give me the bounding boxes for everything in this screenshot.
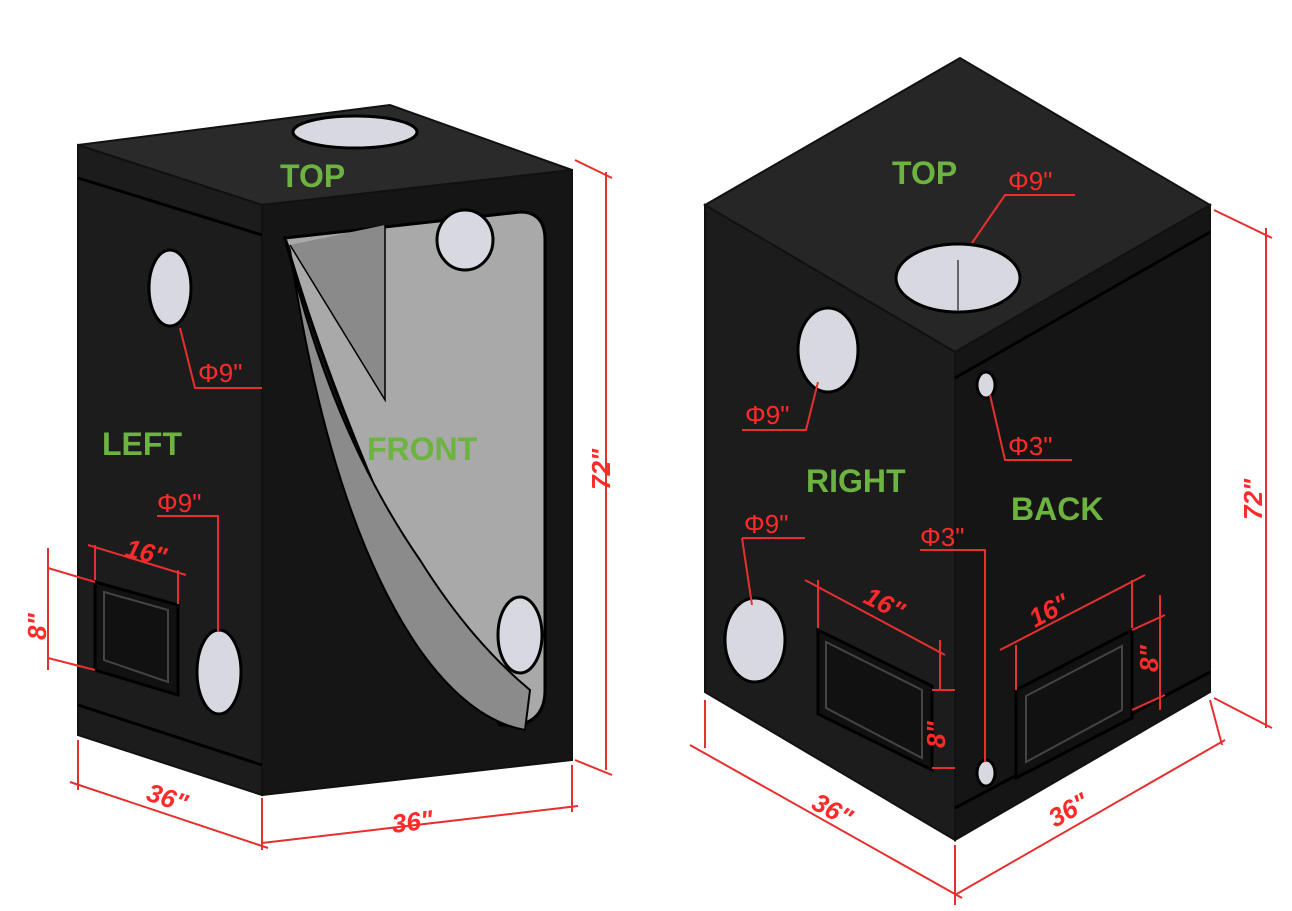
right-tent-top-label: TOP [892, 155, 957, 191]
left-tent-port-lower-dim: Φ9" [157, 488, 201, 518]
right-tent-back-label: BACK [1011, 491, 1103, 527]
right-tent-right-label: RIGHT [806, 463, 906, 499]
left-tent-left-vent [93, 580, 180, 698]
left-tent-vent-height-dim: 8" [22, 613, 52, 640]
right-tent-width-dim: 36" [807, 787, 858, 833]
left-tent-front-label: FRONT [367, 431, 478, 467]
right-tent-back-port-lower [975, 758, 997, 788]
right-tent-back-vent-height-dim: 8" [1134, 645, 1164, 672]
left-tent-left-label: LEFT [102, 426, 182, 462]
right-tent-right-port-lower [723, 596, 787, 684]
right-tent-right-port-upper [796, 306, 860, 394]
right-tent-back-port-lower-dim: Φ3" [920, 522, 964, 552]
left-tent-door-flap [284, 237, 532, 732]
left-tent-depth-dim: 36" [143, 777, 192, 818]
right-tent-right-port-upper-dim: Φ9" [745, 400, 789, 430]
right-tent-top-port-dim: Φ9" [1008, 166, 1052, 196]
left-tent-left-port-upper [147, 248, 193, 328]
right-tent-right-vent [816, 627, 934, 773]
left-tent: TOP LEFT FRONT 72" [22, 103, 616, 850]
right-tent-back-vent [1014, 627, 1134, 781]
right-tent-back-face [954, 203, 1211, 842]
left-tent-width-dim: 36" [390, 804, 435, 839]
left-tent-left-port-lower [195, 628, 243, 716]
left-tent-height-dim: 72" [586, 448, 616, 490]
right-tent-back-port-upper-dim: Φ3" [1008, 431, 1052, 461]
left-tent-port-upper-dim: Φ9" [198, 358, 242, 388]
right-tent-right-vent-height-dim: 8" [921, 721, 951, 748]
left-tent-top-port [291, 114, 419, 150]
right-tent-depth-dim: 36" [1043, 786, 1094, 833]
right-tent: TOP RIGHT BACK [689, 56, 1273, 905]
right-tent-dimensions [689, 194, 1273, 905]
right-tent-height-dim: 72" [1238, 478, 1268, 520]
right-tent-back-port-upper [975, 370, 997, 400]
left-tent-dimensions [47, 159, 613, 850]
left-tent-top-label: TOP [280, 158, 345, 194]
right-tent-right-port-lower-dim: Φ9" [744, 509, 788, 539]
